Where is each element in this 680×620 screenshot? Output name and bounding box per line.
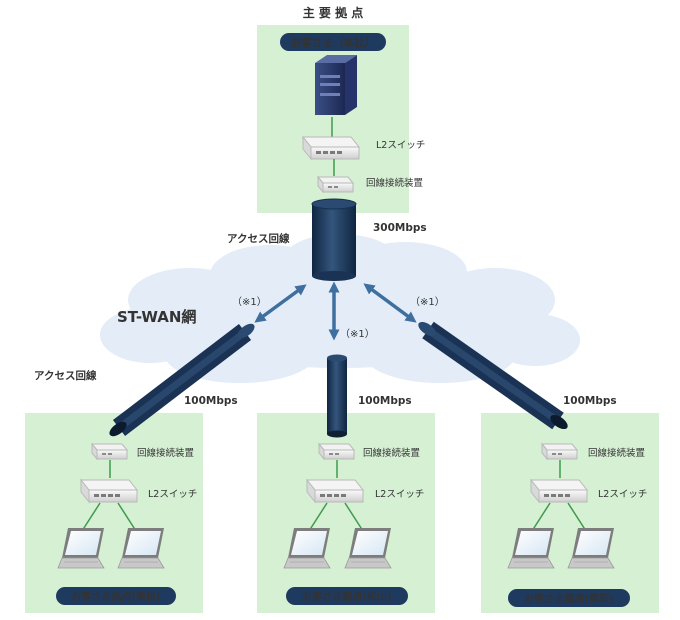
- takamatsu-l2-label: L2スイッチ: [148, 489, 197, 500]
- wan-name: ST-WAN網: [117, 308, 196, 326]
- site-panel-takamatsu: [25, 413, 203, 613]
- hub-l2-label: L2スイッチ: [376, 140, 425, 151]
- takamatsu-line-unit-icon: [91, 443, 128, 460]
- takamatsu-access-tube: [109, 323, 255, 437]
- matsuyama-badge-label: お客さま拠点(松山): [302, 590, 391, 603]
- arrow-right: [363, 283, 417, 323]
- kochi-line-unit-icon: [541, 443, 578, 460]
- site-panel-matsuyama: [257, 413, 435, 613]
- matsuyama-badge: [286, 587, 408, 605]
- kochi-badge-label: お客さま拠点(高知): [524, 592, 613, 605]
- note-right: （※1）: [410, 296, 445, 308]
- hub-device-label: 回線接続装置: [366, 177, 423, 189]
- site-takamatsu: 回線接続装置 L2スイッチ お客さま拠点(高松): [56, 443, 197, 605]
- kochi-badge: [508, 589, 630, 607]
- hub-l2-switch-icon: [302, 136, 360, 160]
- matsuyama-bandwidth: 100Mbps: [358, 395, 412, 407]
- hub-title: 主 要 拠 点: [303, 5, 364, 20]
- kochi-l2-label: L2スイッチ: [598, 489, 647, 500]
- kochi-l2-switch-icon: [530, 479, 588, 503]
- kochi-bandwidth: 100Mbps: [563, 395, 617, 407]
- matsuyama-access-tube: [327, 354, 347, 438]
- server-icon: [315, 55, 357, 115]
- site-access-label: アクセス回線: [34, 369, 97, 382]
- hub-access-label: アクセス回線: [227, 232, 290, 245]
- hub-badge: [280, 33, 386, 51]
- hub-badge-label: お客さま（本社）: [291, 36, 375, 49]
- kochi-access-tube: [418, 321, 568, 430]
- note-left: （※1）: [232, 296, 267, 308]
- hub-bandwidth-label: 300Mbps: [373, 222, 427, 234]
- takamatsu-badge-label: お客さま拠点(高松): [71, 590, 160, 603]
- site-matsuyama: 回線接続装置 L2スイッチ お客さま拠点(松山): [283, 443, 424, 605]
- arrow-left: [254, 284, 307, 323]
- site-kochi: 回線接続装置 L2スイッチ お客さま拠点(高知): [507, 443, 647, 607]
- matsuyama-device-label: 回線接続装置: [363, 447, 420, 459]
- matsuyama-line-unit-icon: [318, 443, 355, 460]
- takamatsu-device-label: 回線接続装置: [137, 447, 194, 459]
- note-center: （※1）: [340, 328, 375, 340]
- matsuyama-l2-switch-icon: [306, 479, 364, 503]
- site-panel-kochi: [481, 413, 659, 613]
- matsuyama-l2-label: L2スイッチ: [375, 489, 424, 500]
- takamatsu-l2-switch-icon: [80, 479, 138, 503]
- hub-line-unit-icon: [317, 176, 354, 193]
- takamatsu-bandwidth: 100Mbps: [184, 395, 238, 407]
- takamatsu-badge: [56, 587, 176, 605]
- hub-access-tube: [311, 198, 357, 281]
- kochi-device-label: 回線接続装置: [588, 447, 645, 459]
